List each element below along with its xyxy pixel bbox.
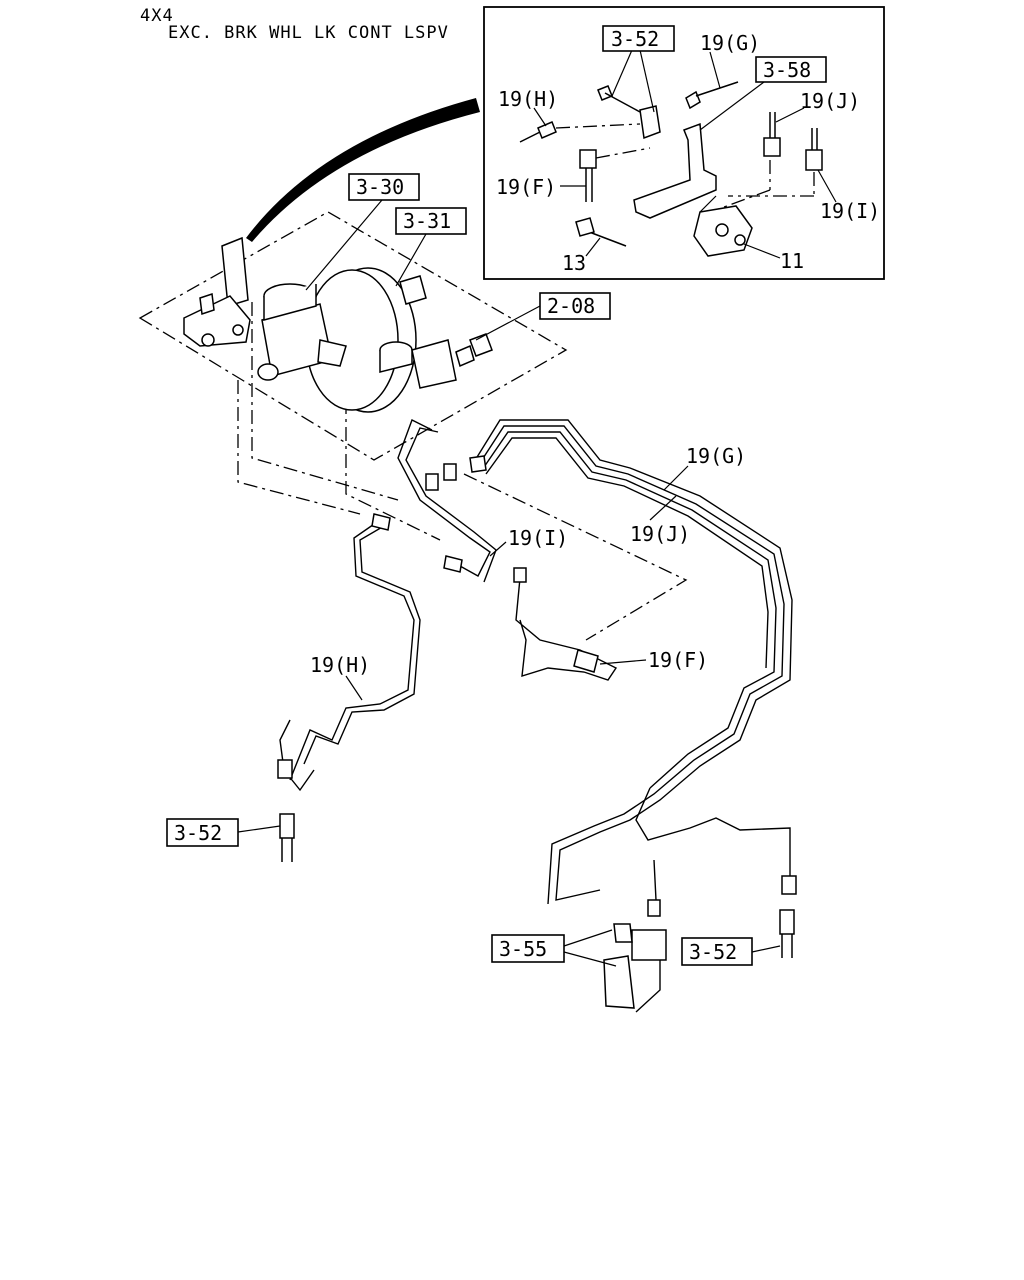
detail-inset-frame: [483, 6, 885, 280]
ref-box-right-3-52: [681, 937, 753, 966]
ref-box-3-55: [491, 934, 565, 963]
leader-19i: [489, 541, 507, 557]
leader-19h: [345, 675, 363, 701]
flexible-hose-left: [279, 813, 295, 862]
inset-leader-arrow: [246, 98, 480, 242]
pipe-19i: [397, 419, 497, 583]
flexible-hose-right: [779, 875, 797, 958]
header-condition: EXC. BRK WHL LK CONT LSPV: [168, 23, 449, 43]
leader-right-3-52: [751, 945, 781, 953]
ref-box-3-31: [395, 207, 467, 235]
ref-3-31: 3-31: [403, 209, 451, 233]
proportioning-valve: [183, 236, 251, 347]
inset-parts: [519, 81, 823, 257]
label-inset-13: 13: [562, 251, 586, 275]
ref-3-55: 3-55: [499, 937, 547, 961]
header-variant: 4X4: [140, 6, 174, 26]
leader-3-30: [305, 199, 383, 291]
label-19g: 19(G): [686, 444, 746, 468]
assembly-outline: [138, 211, 568, 461]
label-19h: 19(H): [310, 653, 370, 677]
ref-box-3-30: [348, 173, 420, 201]
ref-inset-3-52: 3-52: [611, 27, 659, 51]
leader-inset-11: [743, 243, 781, 259]
label-inset-19g: 19(G): [700, 31, 760, 55]
pipe-19h: [277, 513, 421, 792]
pipe-19f: [513, 567, 618, 681]
pipe-bundle-gj: [473, 419, 793, 905]
leader-inset-19i: [817, 169, 837, 203]
ref-box-2-08: [539, 292, 611, 320]
brake-booster: [305, 267, 427, 413]
ref-box-inset-3-58: [755, 56, 827, 83]
pipe-fittings: [425, 455, 487, 491]
leader-19j: [649, 495, 677, 521]
leader-3-55-b: [563, 951, 617, 967]
rear-bracket: [603, 859, 667, 1013]
leader-inset-3-52-a: [611, 49, 633, 97]
label-19j: 19(J): [630, 522, 690, 546]
clutch-master: [379, 333, 493, 389]
leader-inset-19j: [775, 107, 805, 123]
ref-right-3-52: 3-52: [689, 940, 737, 964]
label-inset-19j: 19(J): [800, 89, 860, 113]
leader-19g: [663, 465, 689, 491]
leader-inset-19h: [533, 107, 547, 127]
label-19f: 19(F): [648, 648, 708, 672]
label-inset-19i: 19(I): [820, 199, 880, 223]
master-cylinder: [257, 283, 347, 381]
ref-box-left-3-52: [166, 818, 239, 847]
leader-inset-3-58: [699, 81, 765, 131]
leader-3-31: [395, 233, 427, 287]
ref-2-08: 2-08: [547, 294, 595, 318]
leader-2-08: [475, 305, 541, 341]
assembly-outline-lower: [237, 302, 688, 641]
label-inset-19h: 19(H): [498, 87, 558, 111]
ref-box-inset-3-52: [602, 25, 675, 52]
leader-inset-19g: [709, 51, 721, 89]
leader-left-3-52: [237, 825, 281, 833]
ref-inset-3-58: 3-58: [763, 58, 811, 82]
label-inset-19f: 19(F): [496, 175, 556, 199]
ref-3-30: 3-30: [356, 175, 404, 199]
leader-inset-3-52-b: [639, 49, 655, 113]
ref-left-3-52: 3-52: [174, 821, 222, 845]
label-inset-11: 11: [780, 249, 804, 273]
leader-19f: [599, 659, 647, 665]
leader-3-55-a: [563, 929, 613, 947]
label-19i: 19(I): [508, 526, 568, 550]
leader-inset-13: [585, 237, 601, 257]
